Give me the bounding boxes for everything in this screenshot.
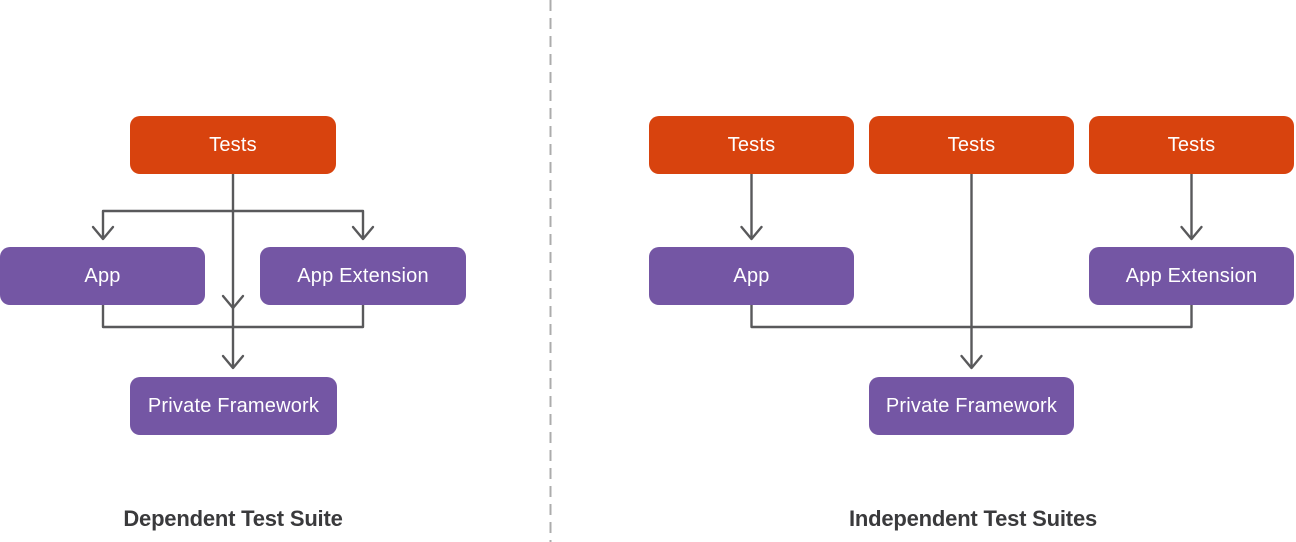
node-private-framework-dependent: Private Framework xyxy=(130,377,337,435)
merge-app-extension-right-to-private-framework xyxy=(750,303,1193,329)
arrowhead-app-icon xyxy=(91,225,115,241)
node-app-dependent: App xyxy=(0,247,205,305)
panel-title-dependent: Dependent Test Suite xyxy=(123,506,343,531)
node-app-extension-dependent: App Extension xyxy=(260,247,466,305)
merge-app-extension-to-private-framework xyxy=(101,303,365,329)
node-app-independent: App xyxy=(649,247,854,305)
node-tests-dependent: Tests xyxy=(130,116,336,174)
panel-title-independent: Independent Test Suites xyxy=(848,506,1098,531)
node-tests2-independent: Tests xyxy=(869,116,1074,174)
arrowhead-app-extension-icon xyxy=(351,225,375,241)
arrowhead-tests-mid-icon xyxy=(221,294,245,310)
arrowhead-app-right-icon xyxy=(740,225,763,241)
arrowhead-private-framework-icon xyxy=(221,354,245,370)
branch-tests-to-app-and-extension xyxy=(101,209,365,238)
arrowhead-app-extension-right-icon xyxy=(1180,225,1203,241)
arrowhead-private-framework-right-icon xyxy=(960,354,983,370)
node-private-framework-independent: Private Framework xyxy=(869,377,1074,435)
node-tests3-independent: Tests xyxy=(1089,116,1294,174)
node-app-extension-independent: App Extension xyxy=(1089,247,1294,305)
node-tests1-independent: Tests xyxy=(649,116,854,174)
